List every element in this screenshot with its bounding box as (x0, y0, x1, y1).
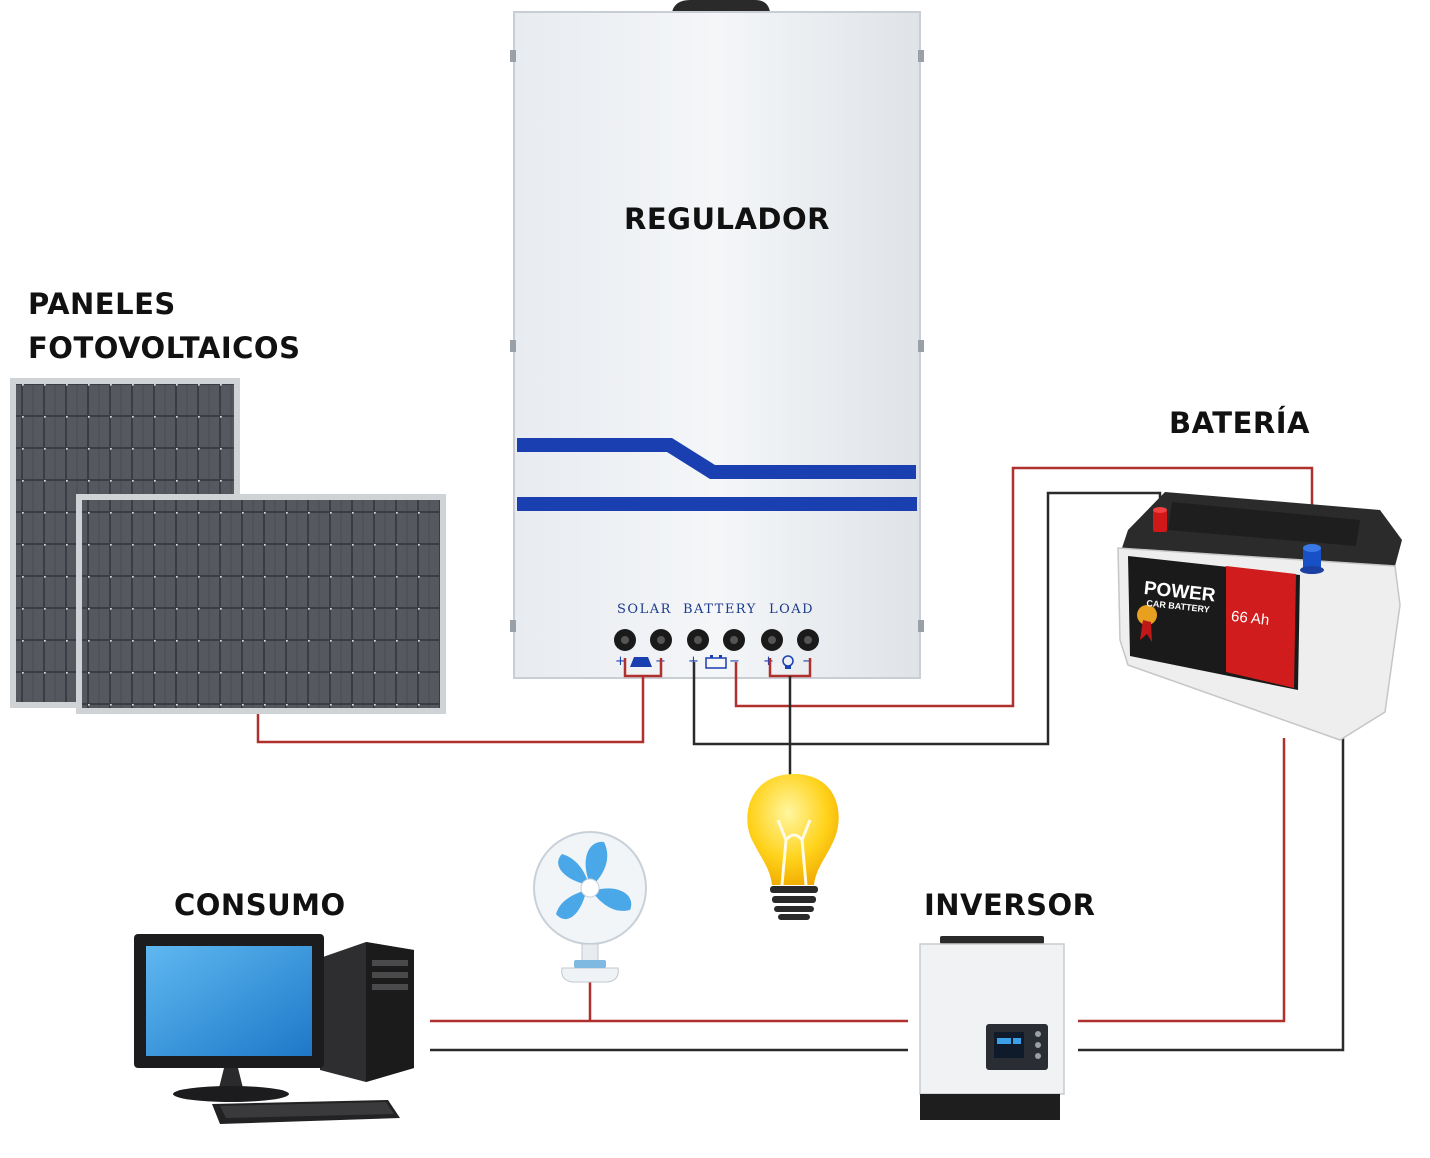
light-bulb-icon (747, 774, 839, 920)
inverter-label: INVERSOR (924, 888, 1096, 922)
regulator-stripe-upper (517, 438, 916, 479)
wire-panel-to-regulator (256, 676, 645, 744)
svg-text:−: − (802, 654, 813, 669)
terminal-label-load: LOAD (769, 602, 815, 617)
regulator-terminals (614, 629, 819, 651)
svg-text:−: − (729, 654, 740, 669)
panels-label-line2: FOTOVOLTAICOS (28, 331, 301, 365)
battery-icon (705, 655, 727, 669)
solar-panel-front (76, 494, 446, 714)
inverter-icon (919, 936, 1065, 1120)
wire-battery-negative (692, 491, 1162, 746)
regulator-label: REGULADOR (624, 202, 830, 236)
fan-icon (533, 831, 647, 983)
wire-battery-to-inverter-pos (1078, 738, 1286, 1023)
consumption-label: CONSUMO (174, 888, 346, 922)
solar-panel-icon (630, 657, 652, 667)
terminal-label-battery: BATTERY (683, 602, 757, 617)
battery-unit (1117, 492, 1402, 741)
wire-battery-to-inverter-neg (1078, 722, 1345, 1052)
solar-panels (10, 378, 446, 714)
svg-text:+: + (688, 654, 699, 669)
wiring (256, 466, 1345, 1052)
desktop-computer-icon (134, 934, 414, 1124)
regulator-unit: + − + − + − (510, 0, 924, 679)
light-bulb-icon (782, 655, 794, 669)
regulator-stripe-lower (517, 497, 917, 511)
terminal-label-solar: SOLAR (617, 602, 672, 617)
wire-battery-positive (734, 466, 1314, 708)
svg-text:+: + (763, 654, 774, 669)
svg-text:+: + (615, 654, 626, 669)
panels-label-line1: PANELES (28, 287, 176, 321)
battery-label: BATERÍA (1169, 406, 1310, 440)
